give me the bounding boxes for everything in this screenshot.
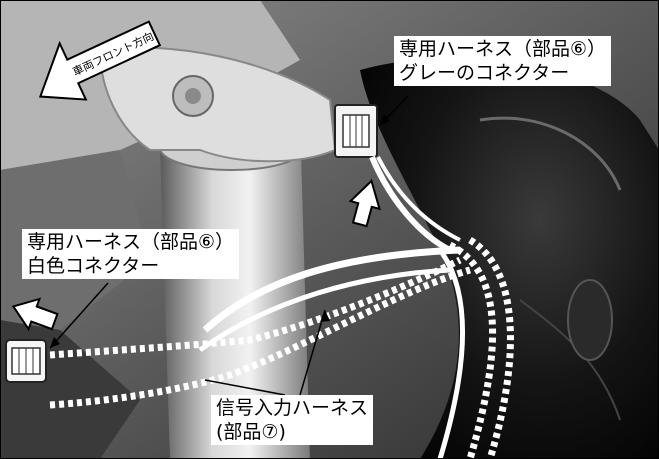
callout-white-connector: 専用ハーネス（部品⑥） 白色コネクター (22, 229, 240, 279)
hidden-wire-routes (49, 237, 514, 459)
callout-signal-line2: (部品⑦) (216, 421, 286, 443)
callout-signal-line1: 信号入力ハーネス (216, 397, 369, 419)
left-arrow (11, 297, 59, 332)
callout-white-line2: 白色コネクター (27, 255, 160, 277)
callout-white-line1: 専用ハーネス（部品⑥） (27, 231, 235, 253)
grey-connector (334, 104, 378, 158)
up-arrow (348, 178, 381, 228)
harness-white-line (202, 246, 461, 333)
callout-grey-connector: 専用ハーネス（部品⑥） グレーのコネクター (394, 36, 612, 86)
front-fork-tube (160, 120, 310, 459)
callout-signal-harness: 信号入力ハーネス (部品⑦) (211, 395, 374, 445)
callout-grey-line1: 専用ハーネス（部品⑥） (399, 38, 607, 60)
callout-grey-line2: グレーのコネクター (399, 62, 570, 84)
triple-clamp (98, 46, 337, 163)
white-connector (5, 339, 47, 383)
